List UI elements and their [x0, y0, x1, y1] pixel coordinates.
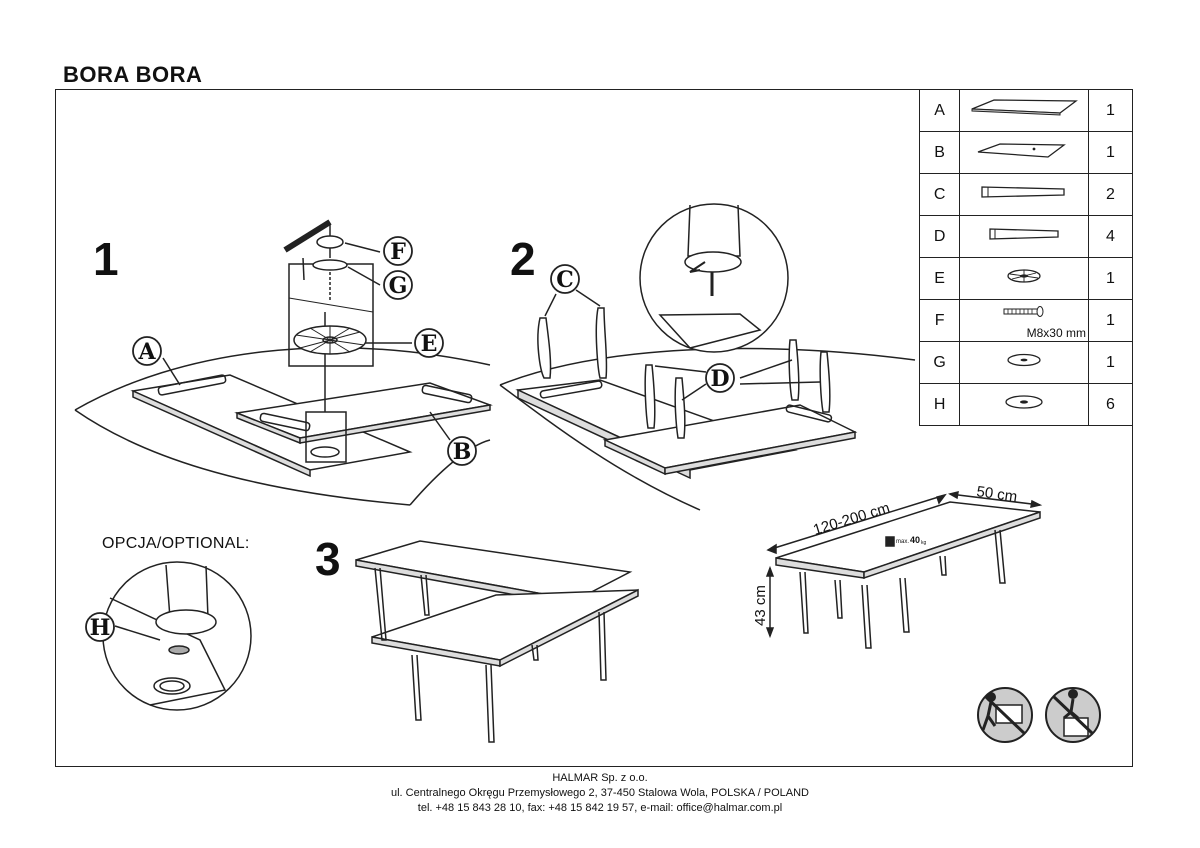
part-qty: 1 [1087, 89, 1134, 132]
extension-leaf-icon [959, 131, 1089, 174]
part-qty: 1 [1087, 131, 1134, 174]
part-qty: 1 [1087, 257, 1134, 300]
part-letter: H [918, 383, 961, 426]
part-row: C 2 [918, 173, 1134, 216]
part-row: D 4 [918, 215, 1134, 258]
optional-drawing [102, 561, 252, 711]
bolt-icon: M8x30 mm [959, 299, 1089, 342]
callout-g: G [389, 273, 408, 299]
callout-b: B [453, 439, 472, 465]
part-row: B 1 [918, 131, 1134, 174]
parts-table: A 1 B 1 C 2 D 4 E 1 F M8x30 [918, 89, 1134, 426]
optional-label: OPCJA/OPTIONAL: [102, 535, 250, 552]
part-letter: E [918, 257, 961, 300]
step-3-drawing [355, 540, 639, 743]
felt-pad-icon [959, 383, 1089, 426]
dimension-width: 50 cm [975, 483, 1018, 506]
dimension-drawing [765, 490, 1043, 649]
footer-address: ul. Centralnego Okręgu Przemysłowego 2, … [390, 787, 809, 799]
callout-h: H [90, 615, 111, 641]
footer-contact: tel. +48 15 843 28 10, fax: +48 15 842 1… [417, 802, 783, 814]
step-2-drawing [499, 203, 916, 511]
part-letter: D [918, 215, 961, 258]
bolt-size-note: M8x30 mm [1026, 326, 1086, 340]
callout-f: F [390, 239, 406, 265]
footer-company: HALMAR Sp. z o.o. [552, 772, 648, 784]
part-qty: 6 [1087, 383, 1134, 426]
instruction-frame [55, 89, 1133, 767]
part-letter: F [918, 299, 961, 342]
load-prefix: max. [896, 539, 909, 545]
footer: HALMAR Sp. z o.o. ul. Centralnego Okręgu… [0, 771, 1200, 816]
washer-icon [959, 341, 1089, 384]
callout-a: A [137, 339, 156, 365]
step-1-number: 1 [93, 233, 119, 285]
step-1-drawing [74, 219, 493, 506]
document-title: BORA BORA [63, 62, 203, 87]
callout-d: D [710, 366, 729, 392]
callout-e: E [421, 331, 438, 357]
part-qty: 2 [1087, 173, 1134, 216]
part-row: H 6 [918, 383, 1134, 426]
leg-short-icon [959, 215, 1089, 258]
callouts [85, 236, 735, 642]
part-row: E 1 [918, 257, 1134, 300]
bearing-disc-icon [959, 257, 1089, 300]
step-2-number: 2 [510, 233, 536, 285]
no-climbing-icon [1045, 687, 1101, 743]
table-top-icon [959, 89, 1089, 132]
part-letter: B [918, 131, 961, 174]
part-qty: 1 [1087, 299, 1134, 342]
load-value: 40 [910, 535, 920, 545]
dimension-height: 43 cm [752, 585, 769, 626]
load-unit: kg [921, 540, 927, 546]
step-3-number: 3 [315, 533, 341, 585]
callout-c: C [556, 267, 574, 293]
no-lifting-alone-icon [977, 687, 1033, 743]
part-row: F M8x30 mm 1 [918, 299, 1134, 342]
